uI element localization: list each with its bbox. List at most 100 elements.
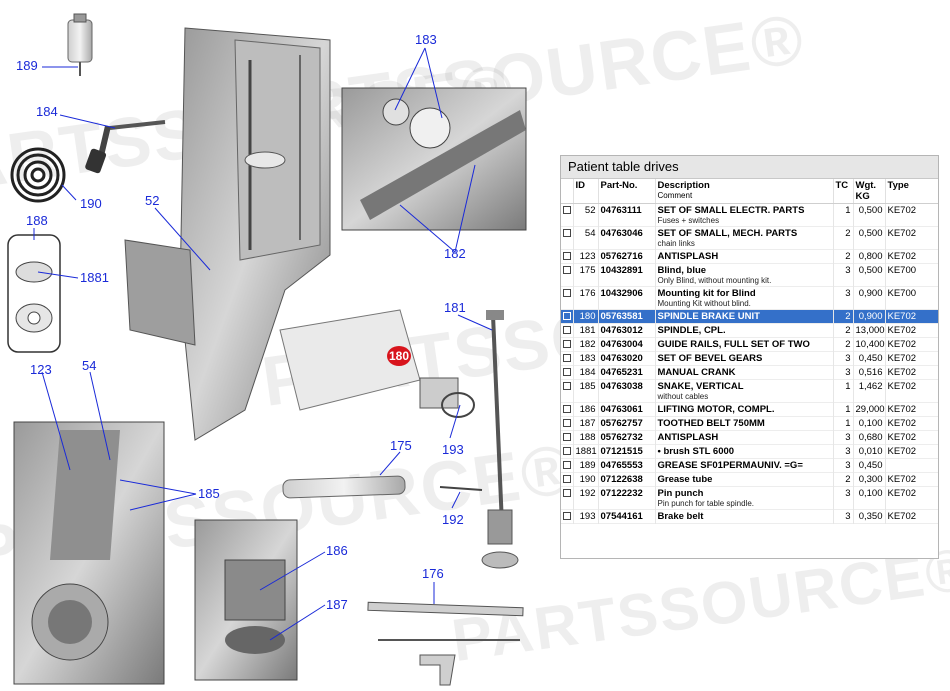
row-checkbox-cell[interactable]: [561, 380, 573, 403]
row-checkbox-cell[interactable]: [561, 487, 573, 510]
callout-1881: 1881: [80, 270, 109, 285]
row-checkbox[interactable]: [562, 405, 571, 413]
row-description-cell: LIFTING MOTOR, COMPL.: [654, 402, 833, 417]
row-weight: 0,300: [852, 472, 885, 487]
row-checkbox-cell[interactable]: [561, 287, 573, 310]
row-part-no[interactable]: 04763012: [597, 323, 655, 338]
row-part-no[interactable]: 04763004: [597, 337, 655, 352]
row-checkbox[interactable]: [562, 229, 571, 237]
callout-193: 193: [442, 442, 464, 457]
row-checkbox[interactable]: [562, 461, 571, 469]
row-id: 180: [572, 309, 598, 324]
row-type: KE702: [884, 203, 938, 227]
row-tc: 1: [832, 379, 853, 403]
row-part-no[interactable]: 05763581: [597, 309, 655, 324]
row-checkbox[interactable]: [562, 312, 571, 320]
row-weight: 29,000: [852, 402, 885, 417]
row-part-no[interactable]: 07122232: [597, 486, 655, 510]
row-checkbox[interactable]: [562, 368, 571, 376]
row-id: 189: [572, 458, 598, 473]
row-checkbox[interactable]: [562, 326, 571, 334]
row-checkbox-cell[interactable]: [561, 473, 573, 487]
row-checkbox[interactable]: [562, 252, 571, 260]
row-checkbox[interactable]: [562, 489, 571, 497]
row-description: TOOTHED BELT 750MM: [657, 418, 765, 429]
row-part-no[interactable]: 04765231: [597, 365, 655, 380]
row-part-no[interactable]: 05762732: [597, 430, 655, 445]
row-checkbox[interactable]: [562, 419, 571, 427]
row-checkbox[interactable]: [562, 512, 571, 520]
row-part-no[interactable]: 04763046: [597, 226, 655, 250]
row-checkbox-cell[interactable]: [561, 366, 573, 380]
row-weight: 0,450: [852, 458, 885, 473]
row-checkbox-cell[interactable]: [561, 227, 573, 250]
row-weight: 0,680: [852, 430, 885, 445]
row-part-no[interactable]: 10432906: [597, 286, 655, 310]
row-checkbox[interactable]: [562, 206, 571, 214]
spiral-part: [10, 147, 66, 203]
row-part-no[interactable]: 07121515: [597, 444, 655, 459]
callout-180-highlighted: 180: [387, 346, 411, 366]
row-tc: 2: [832, 309, 853, 324]
row-checkbox[interactable]: [562, 447, 571, 455]
row-part-no[interactable]: 04763038: [597, 379, 655, 403]
row-checkbox-cell[interactable]: [561, 250, 573, 264]
row-type: KE702: [884, 309, 938, 324]
row-tc: 3: [832, 486, 853, 510]
row-part-no[interactable]: 04763111: [597, 203, 655, 227]
row-part-no[interactable]: 04763020: [597, 351, 655, 366]
row-id: 190: [572, 472, 598, 487]
row-id: 182: [572, 337, 598, 352]
row-checkbox-cell[interactable]: [561, 459, 573, 473]
callout-185: 185: [198, 486, 220, 501]
row-checkbox[interactable]: [562, 475, 571, 483]
row-part-no[interactable]: 07544161: [597, 509, 655, 524]
row-part-no[interactable]: 07122638: [597, 472, 655, 487]
row-checkbox-cell[interactable]: [561, 338, 573, 352]
row-checkbox-cell[interactable]: [561, 264, 573, 287]
row-part-no[interactable]: 05762716: [597, 249, 655, 264]
row-part-no[interactable]: 05762757: [597, 416, 655, 431]
row-checkbox-cell[interactable]: [561, 324, 573, 338]
row-checkbox-cell[interactable]: [561, 431, 573, 445]
row-checkbox-cell[interactable]: [561, 204, 573, 227]
row-part-no[interactable]: 10432891: [597, 263, 655, 287]
row-comment: without cables: [657, 392, 709, 401]
row-checkbox-cell[interactable]: [561, 352, 573, 366]
row-checkbox-cell[interactable]: [561, 445, 573, 459]
row-checkbox[interactable]: [562, 354, 571, 362]
row-type: [884, 458, 938, 473]
row-part-no[interactable]: 04765553: [597, 458, 655, 473]
row-checkbox[interactable]: [562, 266, 571, 274]
header-tc: TC: [832, 179, 853, 204]
row-checkbox[interactable]: [562, 382, 571, 390]
bevel-gear-photo: [341, 87, 527, 231]
row-checkbox-cell[interactable]: [561, 510, 573, 524]
row-part-no[interactable]: 04763061: [597, 402, 655, 417]
row-checkbox-cell[interactable]: [561, 417, 573, 431]
row-checkbox[interactable]: [562, 340, 571, 348]
row-checkbox-cell[interactable]: [561, 403, 573, 417]
row-checkbox[interactable]: [562, 289, 571, 297]
row-checkbox[interactable]: [562, 433, 571, 441]
row-checkbox-cell[interactable]: [561, 309, 573, 324]
